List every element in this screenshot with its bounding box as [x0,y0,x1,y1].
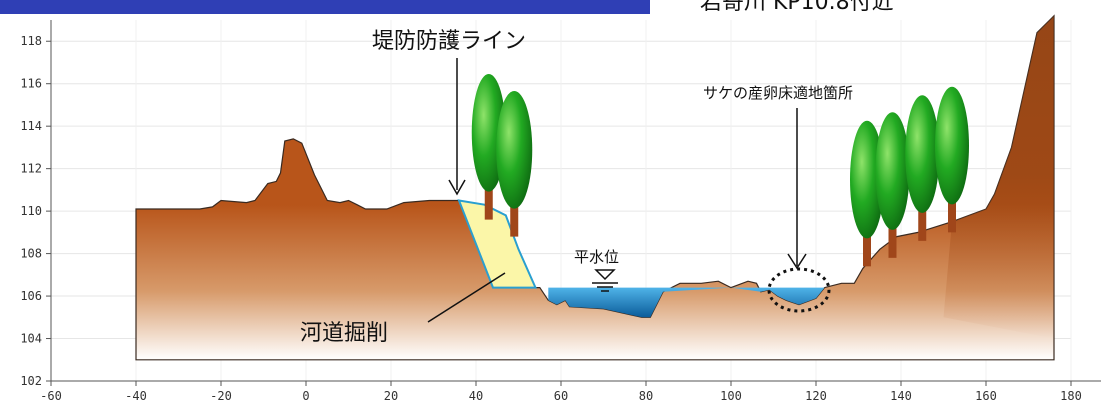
axes: 102 104 106 108 110 112 114 116 118 -60 -40 -20 0 20 4… [20,20,1101,403]
x-tick-label: 40 [469,389,483,403]
y-tick-label: 106 [20,289,42,303]
y-tick-label: 118 [20,34,42,48]
annotation-salmon: サケの産卵床適地箇所 [703,84,853,313]
annotation-excavation: 河道掘削 [300,272,506,346]
excavation-zone [457,199,538,289]
x-tick-label: 0 [302,389,309,403]
x-tick-label: -60 [40,389,62,403]
x-tick-label: 160 [975,389,997,403]
annotation-water-level: 平水位 [574,248,619,292]
x-tick-label: 140 [890,389,912,403]
water-surface [548,287,833,318]
y-tick-label: 110 [20,204,42,218]
hill-shading [943,15,1054,339]
channel-excavation-label: 河道掘削 [300,321,388,346]
y-tick-label: 102 [20,374,42,388]
right-tree-2-crown [875,112,910,230]
x-tick-label: 60 [554,389,568,403]
x-tick-label: 20 [384,389,398,403]
right-tree-4-crown [935,86,969,205]
salmon-spawning-site-label: サケの産卵床適地箇所 [703,84,853,102]
x-tick-label: 100 [720,389,742,403]
right-tree-1-crown [850,120,884,239]
y-tick-label: 108 [20,247,42,261]
x-tick-label: 120 [805,389,827,403]
x-tick-label: -40 [125,389,147,403]
x-tick-label: 180 [1060,389,1082,403]
x-tick-label: -20 [210,389,232,403]
left-tree-2-crown [496,91,533,209]
location-label: 岩寄川 KP10.8付近 [700,0,894,15]
y-tick-label: 114 [20,119,42,133]
trees [471,74,969,267]
normal-water-level-label: 平水位 [574,248,619,266]
right-tree-3-crown [905,95,940,213]
top-band [0,0,650,14]
y-tick-label: 104 [20,332,42,346]
x-tick-label: 80 [639,389,653,403]
y-tick-label: 112 [20,162,42,176]
salmon-arrow-head [787,253,807,270]
levee-arrow-head [448,179,466,196]
spawning-site-marker [767,267,831,313]
y-tick-label: 116 [20,77,42,91]
levee-protection-line-label: 堤防防護ライン [372,29,526,54]
annotation-levee: 堤防防護ライン [372,29,526,196]
excavation-pointer-line [427,272,506,323]
water-level-symbol [594,269,616,281]
